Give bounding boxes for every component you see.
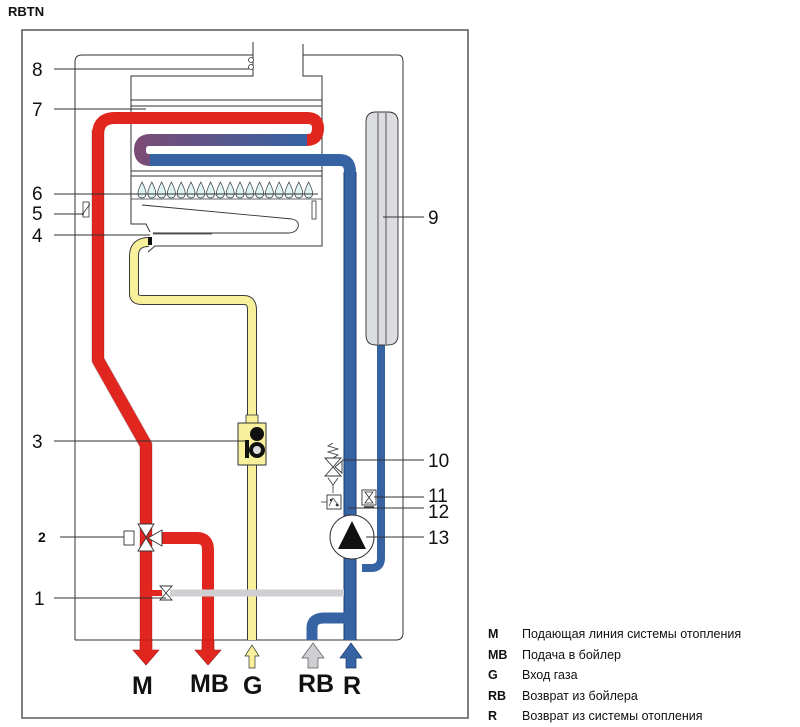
arrow-mb bbox=[194, 639, 222, 666]
leader-lines bbox=[54, 68, 424, 599]
callout-11: 11 bbox=[428, 486, 448, 507]
three-way-valve bbox=[123, 523, 163, 552]
flame bbox=[245, 181, 255, 199]
heat-exchanger-red bbox=[92, 112, 324, 146]
arrow-m bbox=[132, 639, 160, 666]
legend-code: RB bbox=[488, 688, 507, 703]
port-label-mb: MB bbox=[190, 670, 229, 698]
callout-10: 10 bbox=[428, 451, 449, 472]
callout-1: 1 bbox=[34, 589, 45, 610]
flame bbox=[255, 181, 264, 199]
legend-item: MB Подача в бойлер bbox=[488, 645, 741, 666]
boiler-return-pipe bbox=[306, 612, 350, 640]
legend-item: M Подающая линия системы отопления bbox=[488, 624, 741, 645]
burner-flames bbox=[137, 181, 313, 199]
circulation-pump bbox=[329, 514, 375, 560]
gas-pipe-fill bbox=[130, 238, 256, 640]
bypass-valve bbox=[159, 585, 173, 601]
callout-2: 2 bbox=[38, 529, 46, 545]
callout-5: 5 bbox=[32, 204, 43, 225]
vessel-pipe bbox=[362, 340, 385, 572]
callout-6: 6 bbox=[32, 184, 43, 205]
flame bbox=[206, 181, 215, 199]
air-vent bbox=[361, 489, 377, 506]
burner-manifold bbox=[141, 204, 299, 234]
legend-text: Возврат из бойлера bbox=[522, 688, 638, 703]
legend-code: R bbox=[488, 709, 498, 724]
legend-code: G bbox=[488, 668, 498, 683]
flame bbox=[284, 181, 294, 199]
callout-3: 3 bbox=[32, 432, 43, 453]
ignition-electrode bbox=[311, 200, 317, 220]
flame bbox=[274, 181, 284, 199]
arrow-g bbox=[244, 644, 260, 669]
burner-plate bbox=[130, 170, 323, 177]
heat-exchanger-coil bbox=[133, 134, 307, 166]
diagram-title: RBTN bbox=[8, 4, 45, 19]
boiler-supply-pipe bbox=[162, 532, 214, 640]
supply-pipe-outline bbox=[91, 130, 153, 640]
callout-13: 13 bbox=[428, 528, 449, 549]
flame bbox=[186, 181, 196, 199]
legend-item: G Вход газа bbox=[488, 665, 741, 686]
flame bbox=[235, 181, 245, 199]
callout-7: 7 bbox=[32, 100, 43, 121]
flame bbox=[167, 181, 176, 199]
flame bbox=[216, 181, 225, 199]
port-label-r: R bbox=[343, 672, 361, 700]
flame bbox=[196, 181, 206, 199]
callout-12: 12 bbox=[428, 502, 449, 523]
port-label-g: G bbox=[243, 672, 262, 700]
legend-item: R Возврат из системы отопления bbox=[488, 706, 741, 727]
arrow-rb bbox=[301, 642, 325, 669]
hood-plate bbox=[130, 99, 323, 107]
flue-sensor bbox=[248, 57, 254, 70]
flame bbox=[157, 181, 166, 199]
outer-frame bbox=[21, 29, 469, 719]
flame bbox=[137, 181, 147, 199]
legend-code: M bbox=[488, 627, 499, 642]
temperature-sensor bbox=[81, 201, 91, 218]
flame bbox=[294, 181, 304, 199]
flame bbox=[265, 181, 274, 199]
flame bbox=[176, 181, 186, 199]
legend-text: Вход газа bbox=[522, 668, 578, 683]
legend-text: Подающая линия системы отопления bbox=[522, 627, 742, 642]
heat-exchanger-blue bbox=[150, 154, 356, 640]
boiler-casing bbox=[74, 54, 404, 641]
callout-4: 4 bbox=[32, 226, 43, 247]
expansion-vessel bbox=[365, 111, 399, 346]
arrow-r bbox=[339, 642, 363, 669]
gas-nozzle bbox=[148, 237, 152, 245]
flue bbox=[130, 42, 323, 100]
legend-text: Возврат из системы отопления bbox=[522, 709, 703, 724]
port-label-rb: RB bbox=[298, 670, 334, 698]
flame bbox=[225, 181, 235, 199]
flame bbox=[304, 181, 313, 199]
safety-valve bbox=[323, 442, 343, 493]
pressure-switch bbox=[321, 494, 342, 510]
combustion-chamber bbox=[130, 106, 323, 253]
port-label-m: M bbox=[132, 672, 153, 700]
flame bbox=[147, 181, 157, 199]
legend-text: Подача в бойлер bbox=[522, 647, 621, 662]
legend-item: RB Возврат из бойлера bbox=[488, 686, 741, 707]
legend-code: MB bbox=[488, 647, 508, 662]
callout-8: 8 bbox=[32, 60, 43, 81]
callout-9: 9 bbox=[428, 208, 439, 229]
gas-valve bbox=[237, 414, 267, 466]
